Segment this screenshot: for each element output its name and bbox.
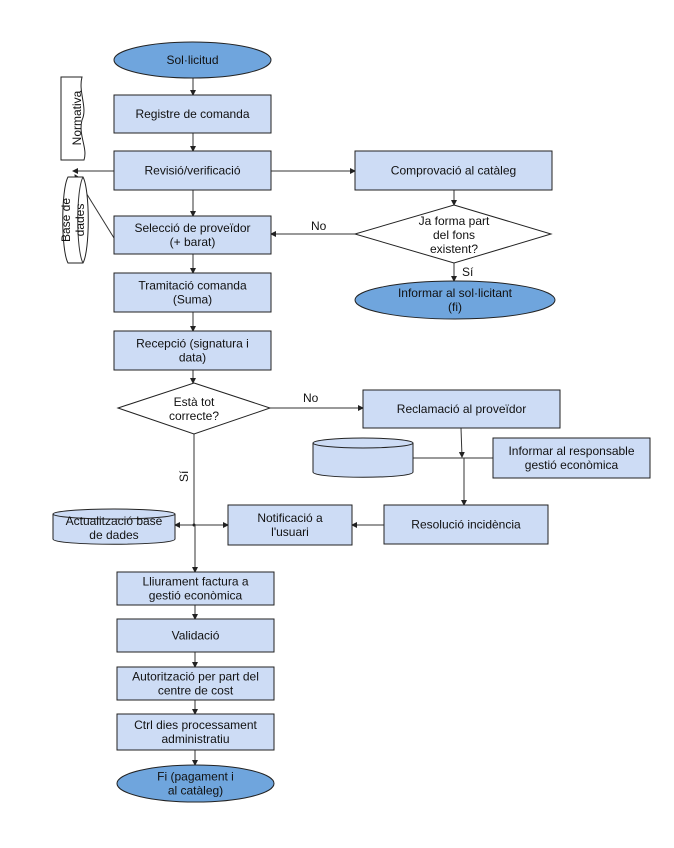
- node-label-line: gestió econòmica: [149, 589, 243, 603]
- node-resolucio[interactable]: Resolució incidència: [383, 504, 549, 545]
- node-label-line: (+ barat): [170, 235, 216, 249]
- node-seleccio[interactable]: Selecció de proveïdor(+ barat): [113, 215, 272, 255]
- node-label-line: de dades: [89, 528, 138, 542]
- svg-text:Normativa: Normativa: [70, 90, 84, 145]
- node-label-line: gestió econòmica: [525, 458, 619, 472]
- node-tramitacio[interactable]: Tramitació comanda(Suma): [113, 272, 272, 313]
- node-label-line: Autorització per part del: [132, 670, 259, 684]
- node-label-line: Fi (pagament i: [157, 770, 234, 784]
- node-normativa-document[interactable]: Normativa: [60, 76, 86, 161]
- svg-text:Notificació al'usuari: Notificació al'usuari: [257, 511, 323, 539]
- node-label-line: Revisió/verificació: [144, 164, 240, 178]
- svg-text:Validació: Validació: [172, 629, 220, 643]
- edge-label-correcte-si: Sí: [177, 470, 191, 482]
- node-registre[interactable]: Registre de comanda: [113, 94, 272, 134]
- node-label-line: (Suma): [173, 293, 212, 307]
- svg-text:Tramitació comanda(Suma): Tramitació comanda(Suma): [138, 279, 247, 307]
- node-label-line: Registre de comanda: [135, 107, 249, 121]
- node-label-line: Actualització base: [66, 514, 163, 528]
- node-label-line: Resolució incidència: [411, 518, 521, 532]
- node-label-line: Està tot: [174, 395, 215, 409]
- node-label-line: existent?: [430, 242, 478, 256]
- svg-text:Revisió/verificació: Revisió/verificació: [144, 164, 240, 178]
- node-label-line: dades: [73, 204, 87, 237]
- svg-text:Reclamació al proveïdor: Reclamació al proveïdor: [397, 402, 526, 416]
- svg-text:Resolució incidència: Resolució incidència: [411, 518, 521, 532]
- svg-text:Comprovació al catàleg: Comprovació al catàleg: [391, 164, 516, 178]
- node-label-line: Reclamació al proveïdor: [397, 402, 526, 416]
- node-db-reclamacio-cylinder[interactable]: [312, 437, 414, 478]
- node-start[interactable]: Sol·licitud: [113, 41, 272, 79]
- edge-reclamacio-junction: [458, 427, 465, 458]
- node-label-line: administratiu: [161, 732, 229, 746]
- node-label-line: Ctrl dies processament: [134, 718, 257, 732]
- node-label-line: Lliurament factura a: [142, 575, 248, 589]
- node-label-line: Informar al sol·licitant: [398, 286, 513, 300]
- edge-label-fons-no: No: [311, 219, 327, 233]
- node-validacio[interactable]: Validació: [116, 618, 275, 653]
- node-revisio[interactable]: Revisió/verificació: [113, 150, 272, 191]
- svg-text:Informar al sol·licitant(fi): Informar al sol·licitant(fi): [398, 286, 513, 314]
- svg-text:Fi (pagament ial catàleg): Fi (pagament ial catàleg): [157, 770, 234, 798]
- node-label-line: centre de cost: [158, 684, 234, 698]
- node-label-line: Sol·licitud: [166, 53, 218, 67]
- node-label-line: Validació: [172, 629, 220, 643]
- node-label-line: (fi): [448, 300, 462, 314]
- node-informar-sollicitant[interactable]: Informar al sol·licitant(fi): [354, 280, 556, 320]
- connectors: [72, 78, 493, 766]
- node-label-line: l'usuari: [271, 525, 309, 539]
- node-label-line: Notificació a: [257, 511, 323, 525]
- node-label-line: Base de: [59, 198, 73, 242]
- node-base-dades-cylinder[interactable]: Base dedades: [59, 176, 89, 264]
- node-label-line: Comprovació al catàleg: [391, 164, 516, 178]
- svg-text:Base dedades: Base dedades: [59, 198, 87, 242]
- node-label-line: Ja forma part: [419, 214, 490, 228]
- node-label-line: al catàleg): [168, 784, 223, 798]
- svg-text:Sol·licitud: Sol·licitud: [166, 53, 218, 67]
- node-reclamacio[interactable]: Reclamació al proveïdor: [362, 389, 561, 429]
- node-label-line: Tramitació comanda: [138, 279, 247, 293]
- edge-label-fons-si: Sí: [462, 265, 474, 279]
- svg-text:Registre de comanda: Registre de comanda: [135, 107, 249, 121]
- node-label-line: Recepció (signatura i: [136, 337, 249, 351]
- node-label-line: data): [179, 351, 206, 365]
- node-label-line: del fons: [433, 228, 475, 242]
- node-label-line: Selecció de proveïdor: [134, 221, 250, 235]
- node-label-line: Normativa: [70, 90, 84, 145]
- svg-text:Selecció de proveïdor(+ barat): Selecció de proveïdor(+ barat): [134, 221, 250, 249]
- node-label-line: correcte?: [169, 409, 219, 423]
- edge-label-correcte-no: No: [303, 391, 319, 405]
- node-comprovacio[interactable]: Comprovació al catàleg: [354, 150, 553, 191]
- node-label-line: Informar al responsable: [508, 444, 634, 458]
